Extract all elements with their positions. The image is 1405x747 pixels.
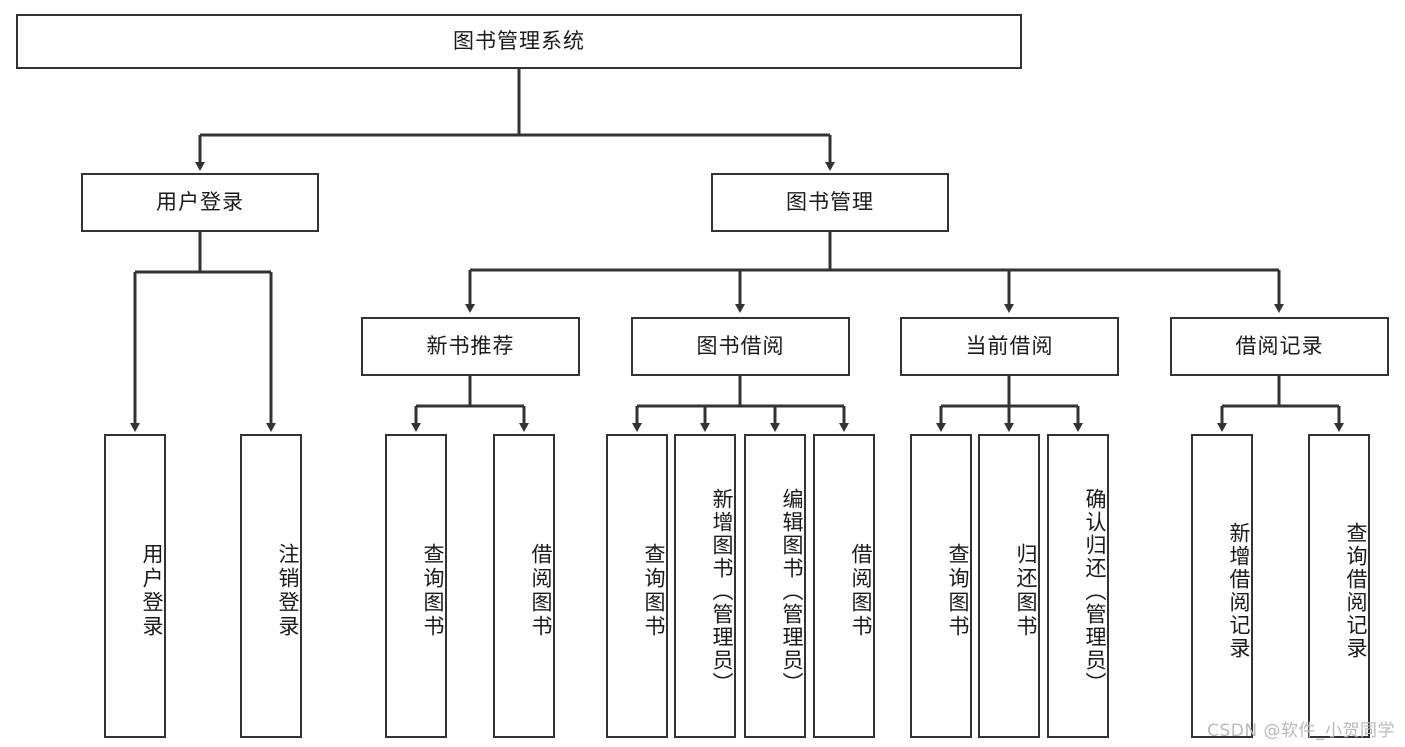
node-leaf-user-login[interactable]: 用户登录 xyxy=(104,434,166,738)
node-leaf-return-book[interactable]: 归还图书 xyxy=(978,434,1040,738)
node-leaf-borrow-book-1[interactable]: 借阅图书 xyxy=(493,434,555,738)
node-leaf-confirm-return[interactable]: 确认归还（管理员） xyxy=(1047,434,1109,738)
node-book-management[interactable]: 图书管理 xyxy=(711,173,949,232)
node-leaf-add-book[interactable]: 新增图书（管理员） xyxy=(674,434,736,738)
node-label: 借阅图书 xyxy=(529,543,553,639)
node-label: 查询图书 xyxy=(642,543,666,639)
node-label: 图书借阅 xyxy=(696,333,785,358)
node-label: 当前借阅 xyxy=(965,333,1054,358)
node-leaf-edit-book[interactable]: 编辑图书（管理员） xyxy=(744,434,806,738)
node-new-book-recommend[interactable]: 新书推荐 xyxy=(361,317,580,376)
node-borrow-record[interactable]: 借阅记录 xyxy=(1170,317,1389,376)
watermark-text: CSDN @软件_小贺同学 xyxy=(1207,721,1395,741)
node-root-book-management-system[interactable]: 图书管理系统 xyxy=(16,14,1022,69)
node-label: 新增借阅记录 xyxy=(1227,522,1251,660)
node-leaf-query-book-2[interactable]: 查询图书 xyxy=(606,434,668,738)
node-leaf-query-book-3[interactable]: 查询图书 xyxy=(910,434,972,738)
node-leaf-borrow-book-2[interactable]: 借阅图书 xyxy=(813,434,875,738)
node-label: 借阅记录 xyxy=(1235,333,1324,358)
node-label: 编辑图书（管理员） xyxy=(780,487,804,695)
node-leaf-query-record[interactable]: 查询借阅记录 xyxy=(1308,434,1370,738)
node-label: 查询图书 xyxy=(421,543,445,639)
node-label: 图书管理 xyxy=(786,189,874,214)
node-label: 查询借阅记录 xyxy=(1344,522,1368,660)
node-label: 用户登录 xyxy=(156,189,244,214)
node-label: 新增图书（管理员） xyxy=(710,487,734,695)
node-label: 查询图书 xyxy=(946,543,970,639)
node-label: 归还图书 xyxy=(1014,543,1038,639)
node-label: 确认归还（管理员） xyxy=(1083,487,1107,695)
node-label: 图书管理系统 xyxy=(453,28,585,53)
node-book-borrow[interactable]: 图书借阅 xyxy=(631,317,850,376)
node-leaf-query-book-1[interactable]: 查询图书 xyxy=(385,434,447,738)
node-label: 注销登录 xyxy=(276,543,300,639)
node-label: 借阅图书 xyxy=(849,543,873,639)
node-leaf-add-record[interactable]: 新增借阅记录 xyxy=(1191,434,1253,738)
node-label: 新书推荐 xyxy=(426,333,515,358)
node-label: 用户登录 xyxy=(140,543,164,639)
node-current-borrow[interactable]: 当前借阅 xyxy=(900,317,1119,376)
node-leaf-logout-login[interactable]: 注销登录 xyxy=(240,434,302,738)
node-user-login[interactable]: 用户登录 xyxy=(81,173,319,232)
